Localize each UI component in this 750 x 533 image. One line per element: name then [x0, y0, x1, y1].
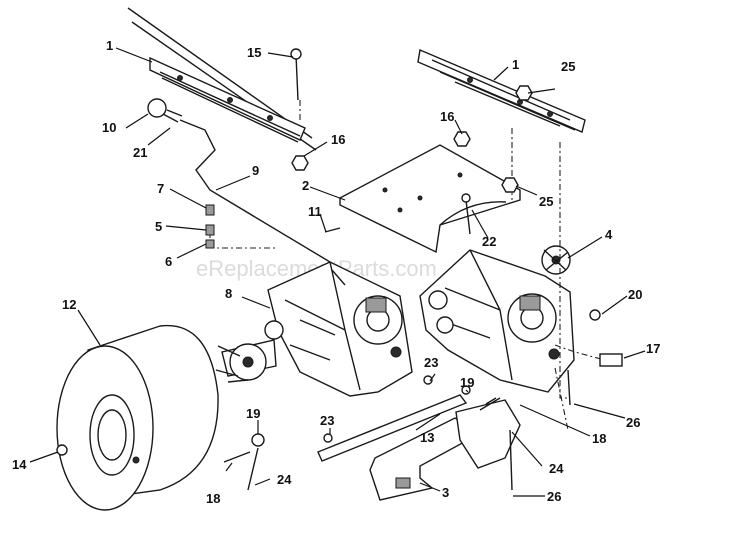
- callout-24a: 24: [549, 461, 564, 476]
- callout-23a: 23: [424, 355, 438, 370]
- callout-8: 8: [225, 286, 232, 301]
- callout-17: 17: [646, 341, 660, 356]
- callout-14: 14: [12, 457, 27, 472]
- callout-5: 5: [155, 219, 162, 234]
- callout-13: 13: [420, 430, 434, 445]
- control-rod: [179, 119, 346, 286]
- callout-4: 4: [605, 227, 613, 242]
- callout-24b: 24: [277, 472, 292, 487]
- mounting-plate: [339, 144, 521, 254]
- hardware: [56, 48, 623, 491]
- callout-21: 21: [133, 145, 147, 160]
- callout-19a: 19: [460, 375, 474, 390]
- transaxle-left: [264, 261, 413, 397]
- callout-12: 12: [62, 297, 76, 312]
- callout-20: 20: [628, 287, 642, 302]
- mount-bracket: [369, 399, 521, 501]
- callout-25a: 25: [561, 59, 575, 74]
- callout-7: 7: [157, 181, 164, 196]
- leader-lines: [29, 47, 646, 497]
- callout-19b: 19: [246, 406, 260, 421]
- rear-tire: [56, 324, 219, 511]
- knob-bolts: [162, 109, 183, 123]
- callout-6: 6: [165, 254, 172, 269]
- callout-15: 15: [247, 45, 261, 60]
- wheel-hub-4: [541, 245, 571, 275]
- callout-18a: 18: [592, 431, 606, 446]
- control-knob: [147, 98, 167, 118]
- axle-hub-left: [215, 339, 277, 383]
- callout-9: 9: [252, 163, 259, 178]
- callout-16b: 16: [440, 109, 454, 124]
- cross-bar: [317, 394, 468, 462]
- transaxle-right: [419, 249, 575, 393]
- callout-16a: 16: [331, 132, 345, 147]
- frame-rail-left: [127, 7, 317, 151]
- callout-11: 11: [308, 204, 322, 219]
- callout-10: 10: [102, 120, 116, 135]
- callout-18b: 18: [206, 491, 220, 506]
- callout-1a: 1: [106, 38, 113, 53]
- callout-26b: 26: [547, 489, 561, 504]
- callout-25b: 25: [539, 194, 553, 209]
- callout-22: 22: [482, 234, 496, 249]
- callout-26a: 26: [626, 415, 640, 430]
- callout-23b: 23: [320, 413, 334, 428]
- callout-3: 3: [442, 485, 449, 500]
- callout-1b: 1: [512, 57, 519, 72]
- callout-numbers: 1 1 2 3 4 5 6 7 8 9 10 11 12 13 14 15 16…: [12, 38, 660, 506]
- callout-2: 2: [302, 178, 309, 193]
